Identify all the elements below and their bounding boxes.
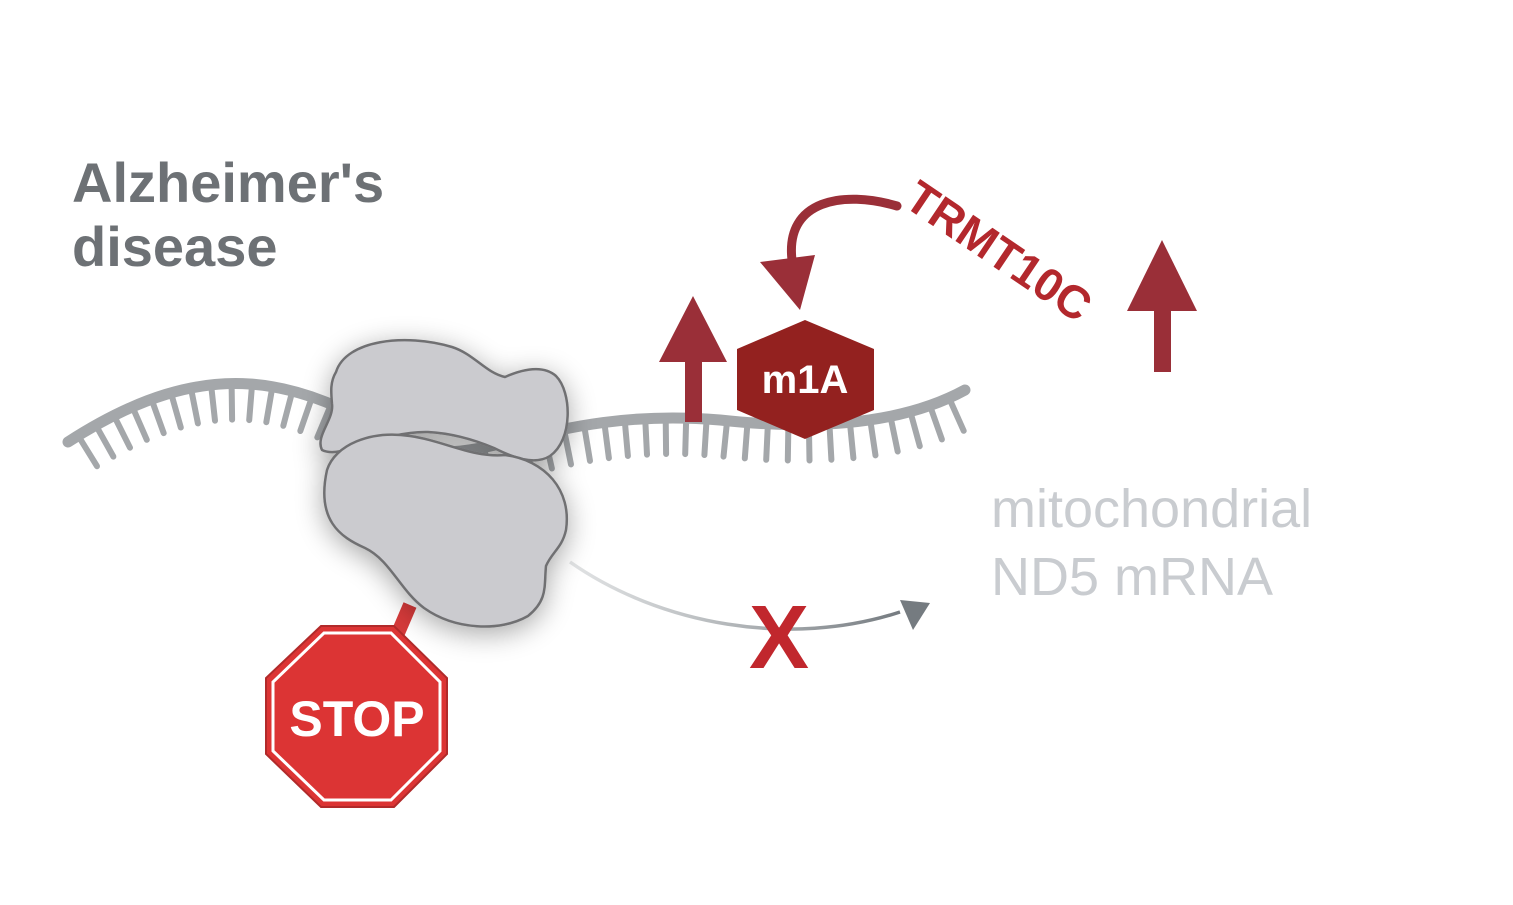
- translation-arrow: [568, 560, 901, 631]
- translation-arrowhead: [900, 600, 930, 630]
- mrna-base-tick: [246, 381, 256, 424]
- mrna-base-tick: [92, 422, 117, 460]
- mrna-base-tick: [228, 380, 236, 423]
- mrna-base-tick: [581, 422, 593, 464]
- enzyme-label: TRMT10C: [896, 170, 1101, 332]
- stop-sign-label: STOP: [289, 691, 424, 747]
- ribosome-large-subunit: [323, 433, 569, 628]
- mrna-base-tick: [601, 419, 612, 462]
- mrna-base-tick: [75, 432, 100, 470]
- mrna-base-tick: [846, 419, 857, 462]
- mrna-base-tick: [110, 412, 133, 451]
- blocked-x-mark-icon: X: [749, 588, 809, 688]
- mrna-base-tick: [867, 416, 879, 459]
- mrna-base-tick: [642, 415, 650, 458]
- mrna-base-tick: [887, 413, 901, 455]
- mrna-base-tick: [280, 388, 296, 429]
- mrna-base-tick: [826, 420, 835, 463]
- mrna-base-tick: [701, 416, 710, 458]
- mrna-base-tick: [168, 389, 184, 431]
- mrna-base-tick: [682, 415, 690, 458]
- disease-label-line2: disease: [72, 215, 278, 278]
- rna-label-line1: mitochondrial: [991, 479, 1312, 539]
- mrna-base-tick: [907, 408, 923, 450]
- rna-label-line2: ND5 mRNA: [991, 547, 1273, 607]
- mrna-base-tick: [208, 381, 218, 424]
- mrna-base-tick: [314, 401, 335, 441]
- mrna-base-tick: [297, 393, 316, 434]
- mrna-base-tick: [946, 394, 967, 434]
- mrna-base-tick: [763, 420, 771, 463]
- curved-arrowhead: [760, 255, 815, 310]
- ribosome-icon: [319, 338, 569, 628]
- mrna-base-tick: [741, 419, 751, 462]
- up-arrow-icon: [659, 296, 727, 422]
- mrna-base-tick: [720, 417, 731, 460]
- m1a-modification-badge: m1A: [737, 320, 874, 439]
- curved-arrow-icon: [786, 194, 902, 265]
- disease-label-line1: Alzheimer's: [72, 151, 384, 214]
- mrna-base-tick: [621, 417, 631, 459]
- mrna-base-tick: [129, 403, 150, 443]
- mrna-base-tick: [148, 396, 167, 437]
- mrna-base-tick: [263, 383, 276, 426]
- stop-sign-icon: STOP: [265, 625, 448, 808]
- ribosome-small-subunit: [319, 338, 569, 462]
- mrna-base-tick: [187, 385, 201, 427]
- mrna-base-tick: [926, 402, 945, 443]
- up-arrow-icon: [1127, 240, 1197, 372]
- m1a-label: m1A: [762, 358, 849, 402]
